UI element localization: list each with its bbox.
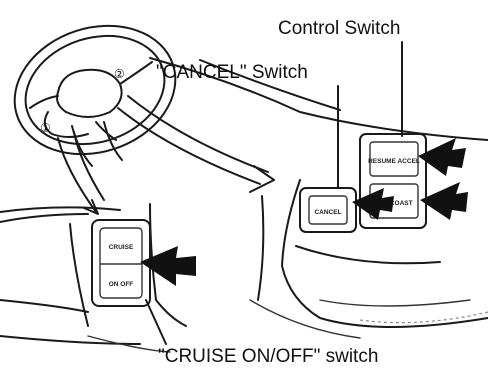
- marker-1-label: ①: [40, 121, 51, 135]
- pointer-arrow-set: [420, 182, 468, 220]
- leader-line-cruise: [146, 300, 166, 344]
- pointer-arrow-cancel: [352, 188, 394, 220]
- pointer-arrow-2: [118, 96, 274, 192]
- label-cancel-switch: "CANCEL" Switch: [156, 62, 308, 83]
- cancel-button-text: CANCEL: [314, 209, 341, 216]
- pointer-arrow-cruise: [140, 246, 196, 286]
- cruise-button-text: CRUISE: [109, 244, 134, 251]
- cruise-switch-module: CRUISE ON OFF: [92, 220, 150, 306]
- on-off-button-text: ON OFF: [109, 281, 134, 288]
- cancel-switch-module: CANCEL: [300, 188, 356, 232]
- steering-wheel: [0, 6, 192, 175]
- resume-accel-text: RESUME ACCEL: [368, 158, 420, 165]
- label-cruise-switch: "CRUISE ON/OFF" switch: [158, 346, 378, 367]
- label-control-switch: Control Switch: [278, 18, 401, 39]
- marker-2-label: ②: [114, 67, 125, 81]
